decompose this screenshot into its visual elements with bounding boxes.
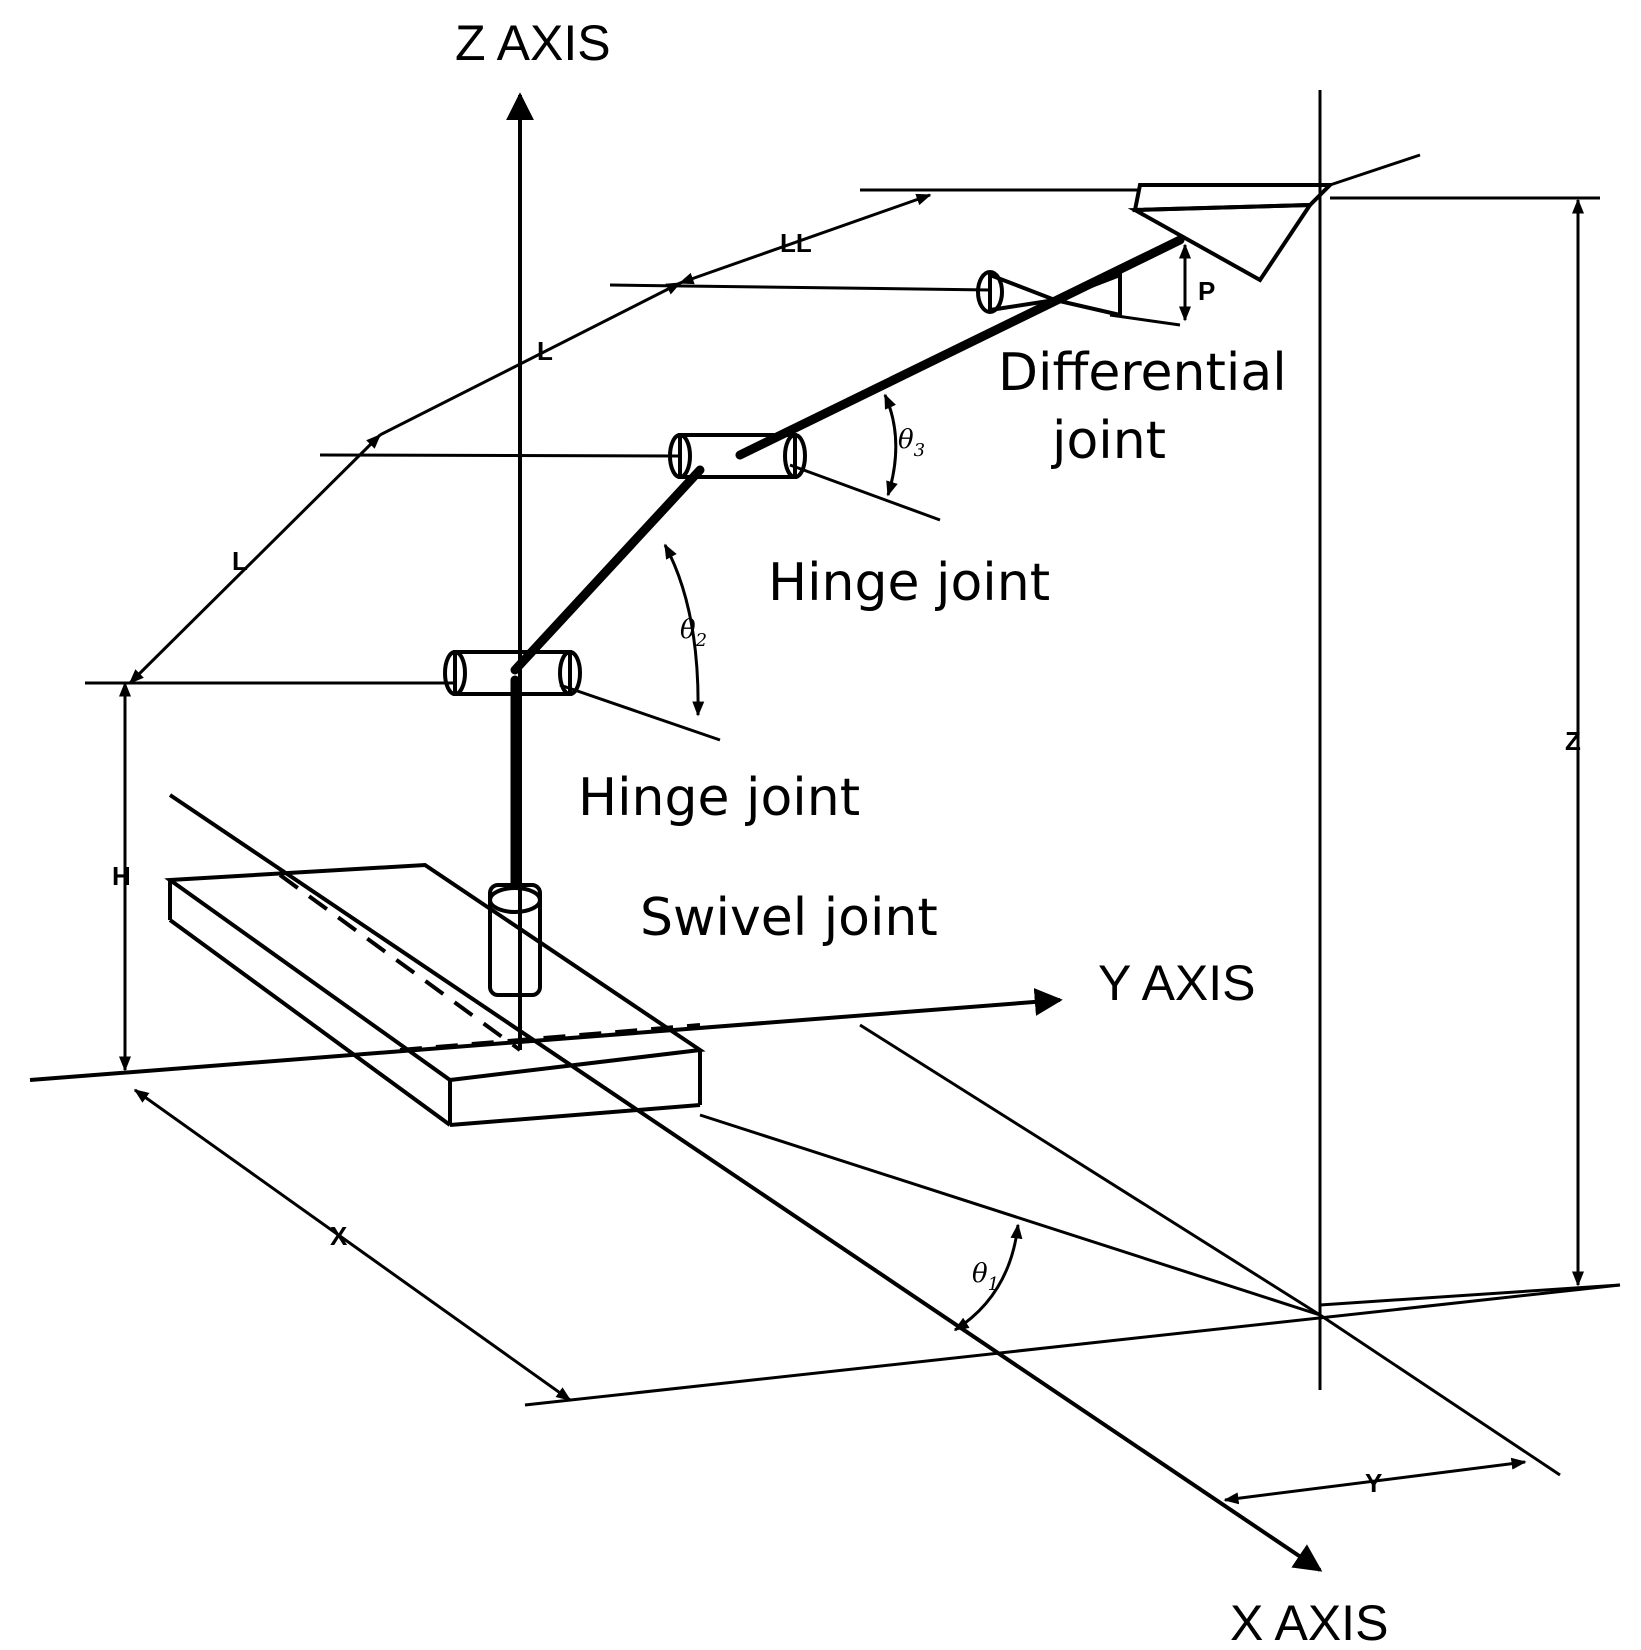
theta3-reference-line xyxy=(789,463,941,522)
base-plate xyxy=(164,862,706,1127)
x-axis-line xyxy=(168,793,1323,1572)
x-axis-label: X AXIS xyxy=(1230,1595,1388,1650)
arm-link-upper xyxy=(735,235,1185,460)
swivel-joint-label: Swivel joint xyxy=(640,888,938,948)
y-axis-label: Y AXIS xyxy=(1098,955,1256,1011)
differential-joint-cones xyxy=(976,270,1181,327)
theta2-reference-line xyxy=(559,683,721,742)
x-dimension-line xyxy=(133,1088,572,1402)
y-dimension-line xyxy=(1223,1457,1527,1505)
upper-hinge-joint-label: Hinge joint xyxy=(768,553,1050,613)
theta2-arc xyxy=(663,543,705,717)
dim-y: Y xyxy=(1365,1468,1382,1498)
dim-x: X xyxy=(330,1221,348,1251)
swivel-joint-cylinder xyxy=(488,883,542,997)
dim-p: P xyxy=(1198,276,1215,306)
y-axis-line xyxy=(29,987,1063,1082)
theta1-arc xyxy=(953,1223,1023,1332)
differential-joint-label-line1: Differential xyxy=(998,343,1287,403)
theta1-label: θ1 xyxy=(972,1259,999,1295)
lower-hinge-cylinder xyxy=(443,650,582,696)
dim-ll: LL xyxy=(780,228,812,258)
z-axis-label: Z AXIS xyxy=(455,15,611,71)
theta3-arc xyxy=(883,393,898,497)
differential-joint-label-line2: joint xyxy=(1051,411,1166,471)
dim-l-upper: L xyxy=(537,336,553,366)
dim-h: H xyxy=(112,861,131,891)
lower-hinge-joint-label: Hinge joint xyxy=(578,768,860,828)
link-length-dimension xyxy=(128,193,932,685)
dim-z: Z xyxy=(1565,726,1581,756)
end-effector xyxy=(1127,153,1421,283)
dim-l-lower: L xyxy=(232,546,248,576)
theta3-label: θ3 xyxy=(898,425,925,461)
theta2-label: θ2 xyxy=(680,615,707,651)
arm-link-lower xyxy=(510,465,705,675)
